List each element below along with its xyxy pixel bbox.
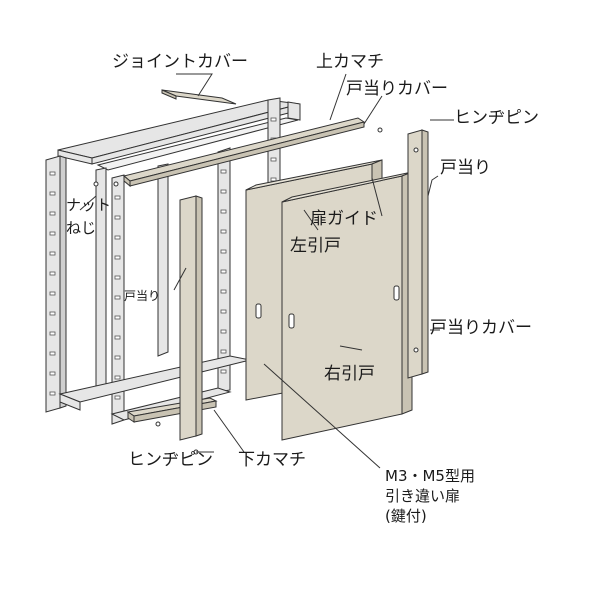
label-left-sliding-door: 左引戸 <box>290 236 341 256</box>
label-door-stop-left: 戸当り <box>124 289 161 303</box>
label-hinge-pin-bottom: ヒンヂピン <box>128 450 213 470</box>
spec-line-2: 引き違い扉 <box>385 487 461 505</box>
right-sliding-door-panel <box>281 171 413 441</box>
spec-line-3: (鍵付) <box>385 507 427 525</box>
label-door-guide: 扉ガイド <box>310 209 378 229</box>
spec-note: M3・M5型用 引き違い扉 (鍵付) <box>385 466 475 526</box>
label-right-sliding-door: 右引戸 <box>324 364 375 384</box>
spec-line-1: M3・M5型用 <box>385 467 475 485</box>
screws <box>93 127 419 455</box>
label-door-stop-cover-right: 戸当りカバー <box>430 318 532 338</box>
left-door-stop-part <box>179 195 203 441</box>
label-screw: ねじ <box>66 219 97 237</box>
top-rail-part <box>122 117 366 188</box>
label-bottom-rail: 下カマチ <box>238 450 306 470</box>
label-door-stop-right: 戸当り <box>440 158 491 178</box>
label-nut: ナット <box>66 196 112 214</box>
shelf-frame <box>45 97 301 425</box>
leader-lines <box>79 73 454 469</box>
right-door-stop-part <box>407 129 429 379</box>
label-hinge-pin-top: ヒンヂピン <box>454 108 539 128</box>
label-door-stop-cover-top: 戸当りカバー <box>346 79 448 99</box>
label-joint-cover: ジョイントカバー <box>112 52 248 72</box>
label-top-rail: 上カマチ <box>316 52 384 72</box>
